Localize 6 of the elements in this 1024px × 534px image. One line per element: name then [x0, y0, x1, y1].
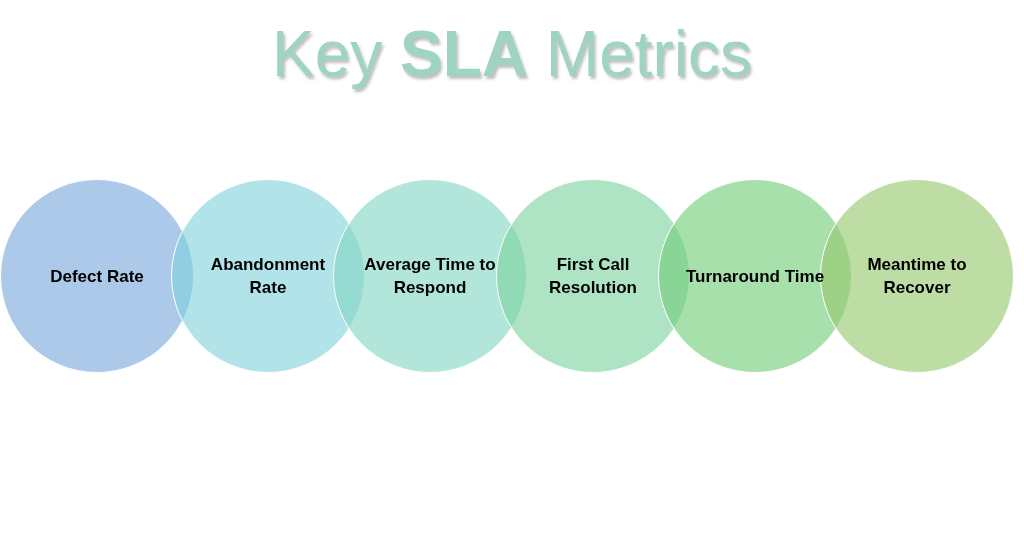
- metric-label: Average Time to Respond: [363, 254, 497, 299]
- metric-label: Abandonment Rate: [209, 254, 327, 299]
- metric-label: Defect Rate: [49, 265, 145, 288]
- metric-label: Meantime to Recover: [866, 254, 968, 299]
- metric-label: First Call Resolution: [548, 254, 638, 299]
- metric-label: Turnaround Time: [684, 265, 826, 288]
